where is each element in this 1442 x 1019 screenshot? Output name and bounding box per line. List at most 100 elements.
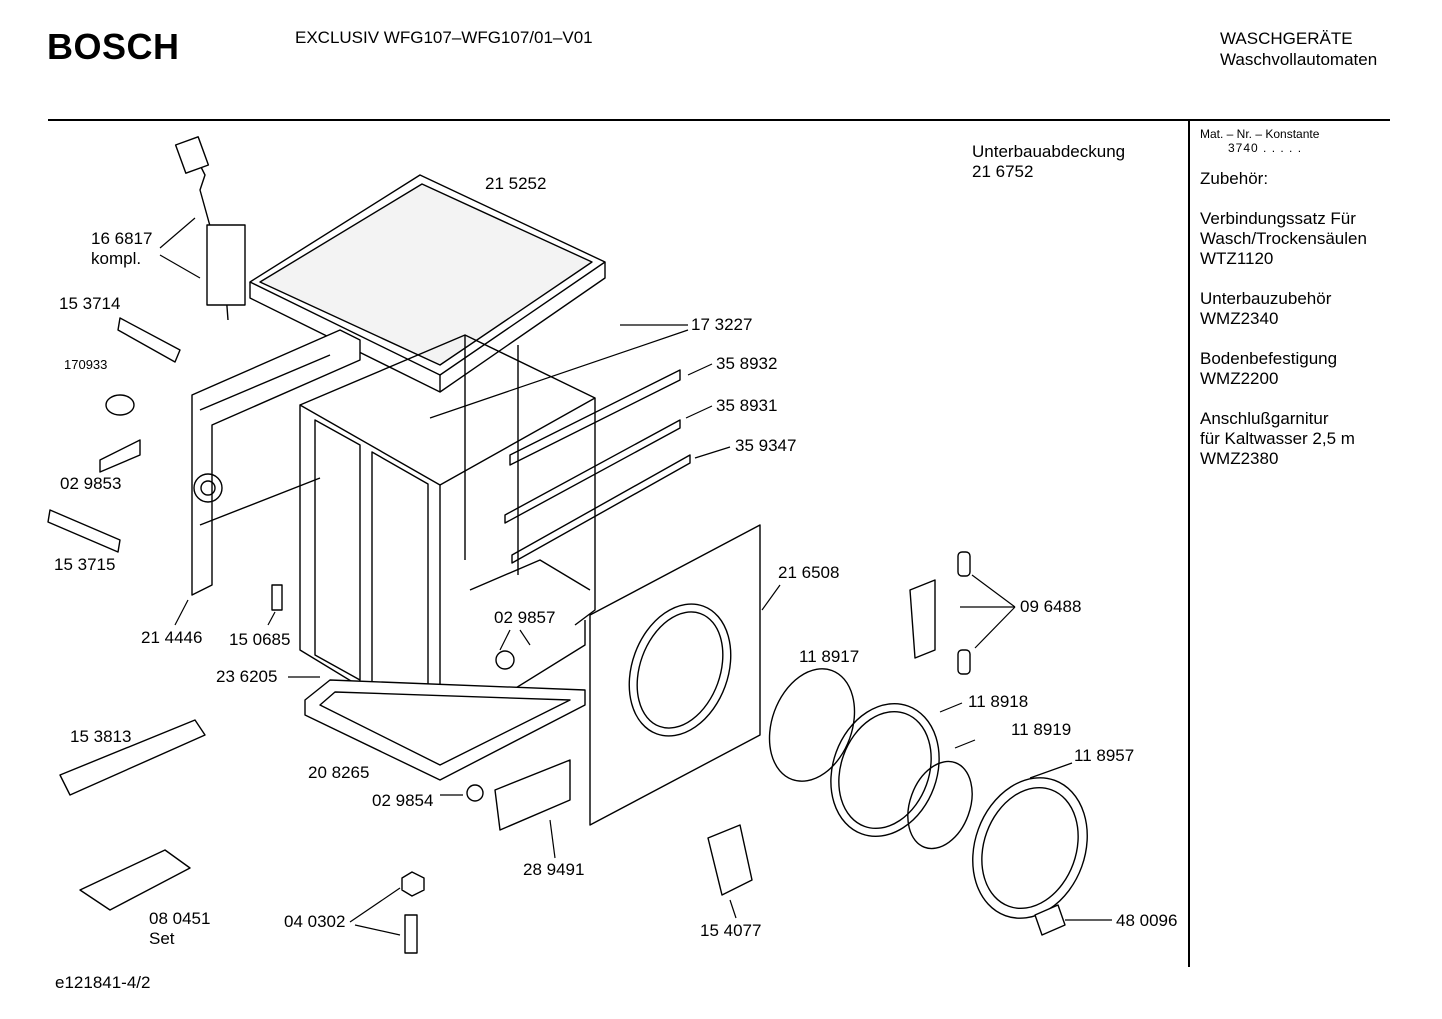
accessory-line: für Kaltwasser 2,5 m — [1200, 429, 1355, 448]
part-label-080451: 08 0451 Set — [149, 909, 210, 949]
part-label-215252: 21 5252 — [485, 174, 546, 194]
part-number: 35 8931 — [716, 396, 778, 415]
part-label-029857: 02 9857 — [494, 608, 555, 628]
material-number-value: 3740 . . . . . — [1228, 141, 1303, 155]
part-label-214446: 21 4446 — [141, 628, 202, 648]
part-label-153813: 15 3813 — [70, 727, 131, 747]
accessory-line: Verbindungssatz Für — [1200, 209, 1356, 228]
sidebar-divider — [1188, 119, 1190, 967]
part-label-289491: 28 9491 — [523, 860, 584, 880]
part-number: 21 4446 — [141, 628, 203, 647]
part-note: Set — [149, 929, 175, 948]
accessory-line: Wasch/Trockensäulen — [1200, 229, 1367, 248]
part-number: 11 8917 — [799, 647, 860, 666]
model-title: EXCLUSIV WFG107–WFG107/01–V01 — [295, 28, 593, 47]
part-label-029853: 02 9853 — [60, 474, 121, 494]
part-note: Unterbauabdeckung — [972, 142, 1126, 161]
base-plate-drawing — [304, 679, 586, 781]
part-number: 21 6752 — [972, 162, 1034, 181]
part-number: 15 3813 — [70, 727, 132, 746]
part-label-150685: 15 0685 — [229, 630, 290, 650]
part-label-208265: 20 8265 — [308, 763, 369, 783]
door-lock-drawing — [707, 824, 753, 896]
part-note: kompl. — [91, 249, 142, 268]
part-number: 15 4077 — [700, 921, 762, 940]
category-heading: WASCHGERÄTE Waschvollautomaten — [1220, 28, 1377, 70]
part-label-118957: 11 8957 — [1074, 746, 1134, 766]
accessory-item: Verbindungssatz Für Wasch/Trockensäulen … — [1200, 209, 1400, 269]
back-frame-drawing — [191, 329, 361, 596]
clip-drawing — [99, 439, 141, 473]
door-glass-drawing — [768, 668, 856, 782]
accessory-item: Anschlußgarnitur für Kaltwasser 2,5 m WM… — [1200, 409, 1400, 469]
header-divider — [48, 119, 1390, 121]
part-number: 20 8265 — [308, 763, 370, 782]
bolt-drawing — [404, 914, 418, 954]
latch-drawing — [1034, 904, 1066, 936]
spanner-drawing — [59, 719, 206, 796]
plinth-panel-drawing — [494, 759, 571, 831]
accessory-line: Bodenbefestigung — [1200, 349, 1338, 368]
foot-drawing — [117, 317, 181, 363]
part-number: 11 8919 — [1011, 720, 1072, 739]
accessory-code: WMZ2200 — [1200, 369, 1279, 388]
part-number: 16 6817 — [91, 229, 153, 248]
part-number: 02 9853 — [60, 474, 122, 493]
accessories-heading: Zubehör: — [1200, 169, 1269, 188]
part-label-118918: 11 8918 — [968, 692, 1028, 712]
accessory-code: WMZ2380 — [1200, 449, 1279, 468]
part-label-029854: 02 9854 — [372, 791, 433, 811]
part-number: 23 6205 — [216, 667, 278, 686]
accessory-line: Unterbauzubehör — [1200, 289, 1332, 308]
part-number: 21 6508 — [778, 563, 840, 582]
part-number: 35 8932 — [716, 354, 778, 373]
part-number: 02 9854 — [372, 791, 434, 810]
part-label-166817: 16 6817 kompl. — [91, 229, 152, 269]
part-number: 15 3715 — [54, 555, 116, 574]
accessories-sidebar: Mat. – Nr. – Konstante 3740 . . . . . Zu… — [1200, 127, 1400, 469]
material-number-label: Mat. – Nr. – Konstante — [1200, 127, 1320, 141]
part-number: 21 5252 — [485, 174, 547, 193]
cabinet-body-drawing — [299, 334, 596, 736]
part-label-118917: 11 8917 — [799, 647, 859, 667]
part-number: 02 9857 — [494, 608, 556, 627]
category-line-1: WASCHGERÄTE — [1220, 29, 1353, 48]
part-number: 15 0685 — [229, 630, 291, 649]
category-line-2: Waschvollautomaten — [1220, 50, 1378, 69]
door-inner-ring-drawing — [830, 702, 940, 838]
accessory-code: WMZ2340 — [1200, 309, 1279, 328]
part-number: 35 9347 — [735, 436, 797, 455]
accessory-item: Unterbauzubehör WMZ2340 — [1200, 289, 1400, 329]
accessory-item: Bodenbefestigung WMZ2200 — [1200, 349, 1400, 389]
hinge-drawing — [909, 579, 936, 659]
part-number: 09 6488 — [1020, 597, 1082, 616]
part-label-154077: 15 4077 — [700, 921, 761, 941]
part-number: 170933 — [64, 357, 108, 372]
part-number: 48 0096 — [1116, 911, 1178, 930]
hose-connector-drawing — [47, 509, 121, 553]
front-panel-drawing — [589, 524, 761, 826]
part-label-153714: 15 3714 — [59, 294, 120, 314]
part-label-358931: 35 8931 — [716, 396, 777, 416]
part-label-359347: 35 9347 — [735, 436, 796, 456]
part-label-173227: 17 3227 — [691, 315, 752, 335]
accessory-line: Anschlußgarnitur — [1200, 409, 1329, 428]
part-label-118919: 11 8919 — [1011, 720, 1071, 740]
door-outer-ring-drawing — [972, 777, 1088, 919]
worktop-lid-drawing — [249, 174, 606, 393]
part-number: 11 8918 — [968, 692, 1029, 711]
part-label-236205: 23 6205 — [216, 667, 277, 687]
brand-logo: BOSCH — [47, 26, 180, 67]
part-number: 04 0302 — [284, 912, 346, 931]
part-number: 17 3227 — [691, 315, 753, 334]
transport-bracket-drawing — [79, 849, 191, 911]
part-label-216752: Unterbauabdeckung 21 6752 — [972, 142, 1125, 182]
part-label-040302: 04 0302 — [284, 912, 345, 932]
part-number: 11 8957 — [1074, 746, 1135, 765]
rails-drawing — [504, 369, 691, 564]
part-number: 28 9491 — [523, 860, 585, 879]
nut-drawing — [401, 871, 425, 897]
part-label-153715: 15 3715 — [54, 555, 115, 575]
part-label-358932: 35 8932 — [716, 354, 777, 374]
